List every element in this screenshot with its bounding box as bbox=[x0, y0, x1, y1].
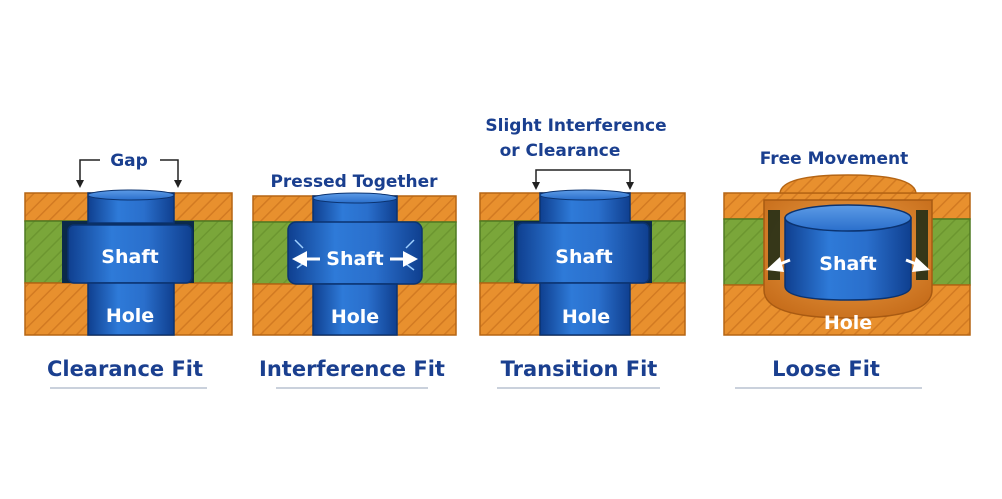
panel-transition-fit: Shaft Hole Slight Interference or Cleara… bbox=[479, 116, 686, 389]
panel-interference-fit: Shaft Hole Pressed Together Interference… bbox=[252, 172, 457, 389]
shaft-lower bbox=[539, 282, 631, 336]
panel-loose-fit: Shaft Hole Free Movement Loose Fit bbox=[723, 149, 971, 389]
arrow-right-icon bbox=[905, 257, 930, 272]
gap-arrow-left bbox=[76, 180, 84, 188]
bracket-arrow-right bbox=[626, 182, 634, 190]
shaft-label: Shaft bbox=[819, 253, 876, 275]
arrow-left-icon bbox=[292, 251, 320, 267]
shaft-top-face bbox=[784, 204, 912, 232]
panel-caption: Transition Fit bbox=[501, 357, 658, 381]
arrow-right-icon bbox=[390, 251, 418, 267]
panel-caption: Loose Fit bbox=[772, 357, 880, 381]
shaft-label: Shaft bbox=[326, 248, 383, 270]
shaft-lower bbox=[87, 282, 175, 336]
shaft-top-face bbox=[539, 189, 631, 201]
shaft-label: Shaft bbox=[555, 246, 612, 268]
shaft-top-face bbox=[87, 189, 175, 201]
annotation-line: Gap bbox=[110, 151, 148, 171]
annotation-line-2: or Clearance bbox=[500, 141, 621, 161]
panel-caption: Interference Fit bbox=[259, 357, 445, 381]
shaft-body bbox=[784, 217, 912, 301]
shaft-lower bbox=[312, 283, 398, 336]
hole-label: Hole bbox=[824, 312, 872, 334]
annotation-line-1: Slight Interference bbox=[485, 116, 666, 136]
annotation-line: Pressed Together bbox=[270, 172, 438, 192]
hole-label: Hole bbox=[331, 306, 379, 328]
gap-bracket bbox=[79, 159, 179, 186]
panel-clearance-fit: Shaft Hole Gap Clearance Fit bbox=[24, 151, 233, 389]
shaft-top-face bbox=[312, 192, 398, 204]
hole-label: Hole bbox=[106, 305, 154, 327]
panel-caption: Clearance Fit bbox=[47, 357, 203, 381]
top-plate-dome bbox=[779, 174, 917, 194]
bracket-arrow-left bbox=[532, 182, 540, 190]
hole-label: Hole bbox=[562, 306, 610, 328]
gap-arrow-right bbox=[174, 180, 182, 188]
annotation-line: Free Movement bbox=[760, 149, 909, 169]
shaft-label: Shaft bbox=[101, 246, 158, 268]
pressure-sparks bbox=[294, 239, 415, 271]
arrow-left-icon bbox=[766, 257, 791, 272]
tolerance-bracket bbox=[535, 169, 631, 188]
